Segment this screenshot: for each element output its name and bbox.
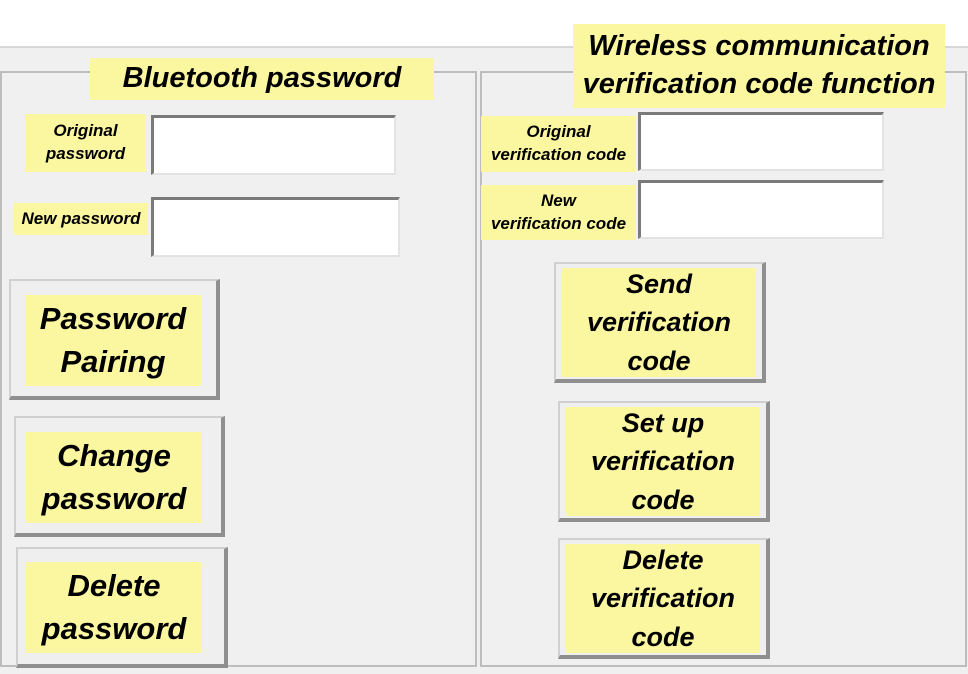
password-pairing-button[interactable]: Password Pairing [9, 279, 220, 400]
change-password-button-label: Change password [26, 432, 202, 523]
setup-verification-code-button[interactable]: Set up verification code [558, 401, 770, 522]
original-password-label: Original password [25, 114, 146, 172]
delete-verification-code-button-label: Delete verification code [566, 544, 760, 653]
delete-verification-code-button[interactable]: Delete verification code [558, 538, 770, 659]
new-password-input[interactable] [151, 197, 400, 257]
delete-password-button-label: Delete password [26, 562, 202, 653]
new-verification-code-label: New verification code [481, 185, 636, 240]
new-password-label: New password [14, 203, 148, 235]
new-verification-code-input[interactable] [638, 180, 884, 239]
delete-password-button[interactable]: Delete password [16, 547, 228, 668]
send-verification-code-button[interactable]: Send verification code [554, 262, 766, 383]
original-verification-code-input[interactable] [638, 112, 884, 171]
bluetooth-group-title: Bluetooth password [90, 58, 434, 100]
original-verification-code-label: Original verification code [481, 116, 636, 172]
password-pairing-button-label: Password Pairing [25, 295, 201, 386]
wireless-group-title: Wireless communication verification code… [573, 24, 945, 108]
change-password-button[interactable]: Change password [14, 416, 225, 537]
send-verification-code-button-label: Send verification code [562, 268, 756, 377]
original-password-input[interactable] [151, 115, 396, 175]
setup-verification-code-button-label: Set up verification code [566, 407, 760, 516]
